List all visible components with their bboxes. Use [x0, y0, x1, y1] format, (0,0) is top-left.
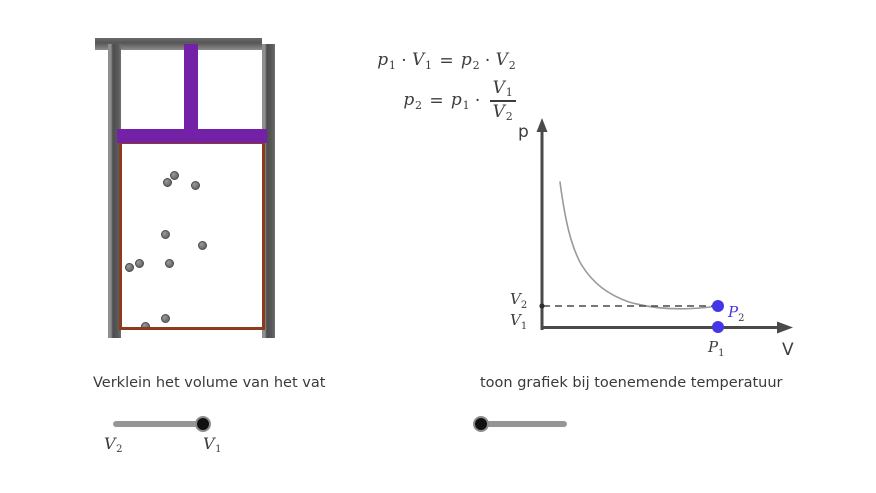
- gas-cylinder-apparatus: [95, 38, 285, 348]
- pressure-volume-graph: p V V2 V1 P2 P1: [505, 112, 815, 362]
- x-axis-label: V: [782, 340, 794, 360]
- formula-term-p1: p1: [450, 90, 470, 112]
- temperature-slider-handle[interactable]: [473, 416, 489, 432]
- formula-term-p2: p2: [403, 90, 423, 112]
- formula-operator-equals: =: [439, 51, 454, 71]
- y-axis-tick-dot: [539, 303, 545, 309]
- formula-fraction-v1-over-v2: V1 V2: [489, 78, 516, 123]
- gas-particle: [161, 314, 170, 323]
- isotherm-curve: [559, 181, 719, 310]
- gas-particle: [125, 263, 134, 272]
- gas-particle: [163, 178, 172, 187]
- y-axis-label: p: [518, 122, 529, 142]
- data-point-label-p2: P2: [727, 303, 744, 324]
- cylinder-wall-left: [108, 44, 121, 338]
- formula-term-v2: V2: [495, 50, 516, 72]
- formula-boyle-law: p1 · V1 = p2 · V2: [318, 44, 528, 78]
- volume-slider-min-label: V2: [104, 434, 123, 455]
- boyles-law-formulas: p1 · V1 = p2 · V2 p2 = p1 · V1 V2: [318, 44, 528, 124]
- volume-slider-handle[interactable]: [195, 416, 211, 432]
- gas-particle: [191, 181, 200, 190]
- fraction-denominator: V2: [492, 101, 513, 123]
- cylinder-wall-right: [262, 44, 275, 338]
- piston-head[interactable]: [117, 129, 267, 143]
- y-tick-label-lower: V1: [510, 311, 527, 332]
- data-point-p2[interactable]: [712, 300, 724, 312]
- data-point-label-p1: P1: [707, 338, 724, 359]
- data-point-p1[interactable]: [712, 321, 724, 333]
- gas-chamber: [122, 145, 262, 327]
- volume-slider-track[interactable]: [113, 421, 208, 427]
- volume-slider-caption: Verklein het volume van het vat: [93, 375, 326, 391]
- gas-particle: [135, 259, 144, 268]
- y-axis: [536, 118, 548, 330]
- temperature-slider-track[interactable]: [479, 421, 567, 427]
- volume-slider[interactable]: [113, 413, 223, 435]
- fraction-bar: [489, 100, 516, 102]
- formula-operator-dot: ·: [484, 51, 491, 71]
- formula-pressure-solved: p2 = p1 · V1 V2: [318, 78, 528, 124]
- gas-particle: [141, 322, 150, 327]
- x-axis: [542, 321, 793, 334]
- formula-term-v1: V1: [411, 50, 433, 72]
- pv-diagram-svg: p V V2 V1 P2 P1: [510, 118, 794, 360]
- fraction-numerator: V1: [492, 78, 513, 100]
- cylinder-inner-liner: [119, 142, 265, 330]
- volume-slider-max-label: V1: [203, 434, 222, 455]
- formula-term-p2: p2: [460, 50, 480, 72]
- gas-particle: [198, 241, 207, 250]
- gas-particle: [161, 230, 170, 239]
- formula-operator-dot: ·: [401, 51, 407, 71]
- gas-particle: [165, 259, 174, 268]
- formula-term-p1: p1: [377, 50, 397, 72]
- formula-operator-dot: ·: [474, 91, 481, 111]
- cylinder-base: [95, 38, 262, 50]
- gas-particle: [170, 171, 179, 180]
- y-tick-label-upper: V2: [510, 290, 527, 311]
- formula-operator-equals: =: [429, 91, 444, 111]
- temperature-slider[interactable]: [473, 413, 573, 435]
- temperature-slider-caption: toon grafiek bij toenemende temperatuur: [480, 375, 783, 391]
- piston-rod[interactable]: [184, 44, 198, 134]
